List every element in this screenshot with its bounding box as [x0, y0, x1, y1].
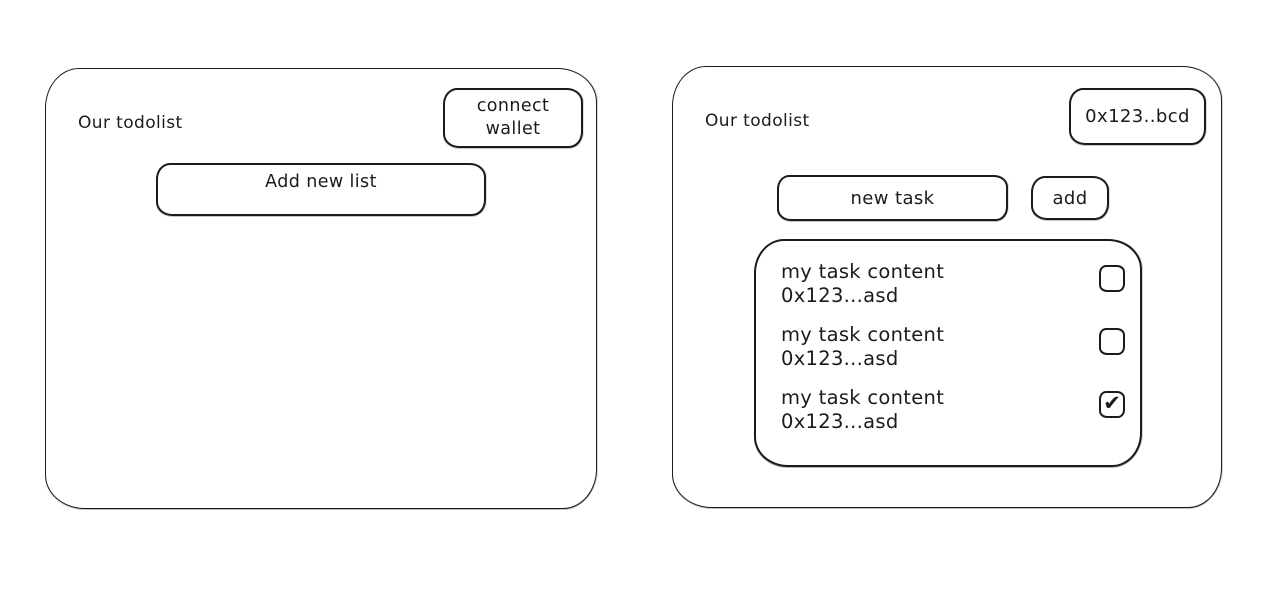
checkmark-icon: ✔	[1103, 391, 1121, 415]
task-content: my task content	[781, 323, 945, 346]
task-row: my task content 0x123...asd	[781, 323, 1125, 370]
page-title: Our todolist	[705, 111, 810, 131]
task-content: my task content	[781, 386, 945, 409]
task-text: my task content 0x123...asd	[781, 386, 944, 433]
new-task-input[interactable]	[777, 175, 1008, 221]
task-checkbox[interactable]: ✔	[1099, 391, 1125, 418]
task-address: 0x123...asd	[781, 409, 899, 433]
todolist-window-connected: Our todolist 0x123..bcd add my task cont…	[672, 66, 1222, 508]
task-checkbox[interactable]	[1099, 328, 1125, 355]
add-task-button[interactable]: add	[1031, 176, 1109, 220]
connect-wallet-button[interactable]: connect wallet	[443, 88, 583, 148]
task-list: my task content 0x123...asd my task cont…	[754, 239, 1142, 467]
task-row: my task content 0x123...asd ✔	[781, 386, 1125, 433]
task-checkbox[interactable]	[1099, 265, 1125, 292]
todolist-window-disconnected: Our todolist connect wallet Add new list	[45, 68, 597, 509]
task-row: my task content 0x123...asd	[781, 260, 1125, 307]
task-text: my task content 0x123...asd	[781, 260, 944, 307]
add-new-list-button[interactable]: Add new list	[156, 163, 486, 216]
task-address: 0x123...asd	[781, 346, 899, 370]
task-content: my task content	[781, 260, 945, 283]
wallet-address-button[interactable]: 0x123..bcd	[1069, 88, 1206, 145]
task-address: 0x123...asd	[781, 283, 899, 307]
task-text: my task content 0x123...asd	[781, 323, 944, 370]
page-title: Our todolist	[78, 113, 183, 133]
